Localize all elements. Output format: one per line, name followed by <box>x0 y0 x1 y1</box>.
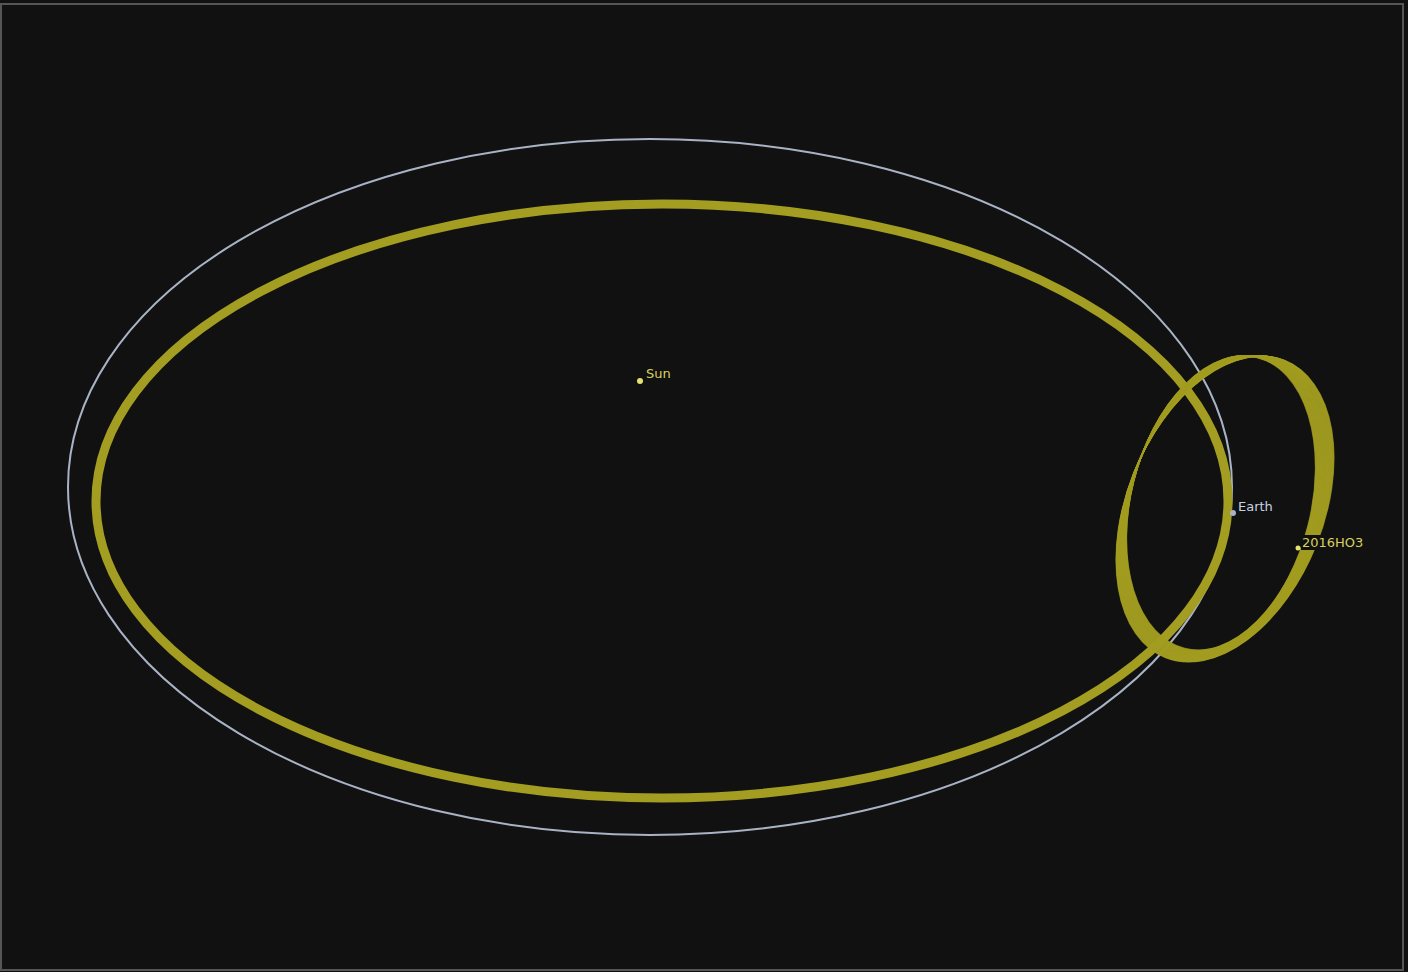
loop-stroke <box>1087 330 1358 681</box>
sun-dot <box>637 378 643 384</box>
earth-label: Earth <box>1237 499 1274 514</box>
loop-stroke <box>1085 329 1360 682</box>
sun-label: Sun <box>645 366 672 381</box>
loop-stroke <box>1089 331 1356 679</box>
loop-stroke <box>1090 332 1356 679</box>
loop-stroke <box>1085 329 1362 683</box>
loop-stroke <box>1088 331 1356 680</box>
asteroid-label: 2016HO3 <box>1301 535 1364 550</box>
loop-stroke <box>1086 330 1360 682</box>
quasi-satellite-loop <box>1074 324 1376 694</box>
loop-stroke <box>1074 324 1376 694</box>
asteroid-orbit <box>96 204 1228 798</box>
loop-stroke <box>1088 331 1358 681</box>
asteroid-dot <box>1296 546 1301 551</box>
loop-stroke <box>1090 332 1354 678</box>
frame <box>1 4 1403 970</box>
loop-stroke <box>1076 325 1373 693</box>
loop-stroke <box>1075 324 1375 693</box>
loop-stroke <box>1075 324 1374 692</box>
loop-stroke <box>1087 330 1359 682</box>
earth-dot <box>1230 510 1236 516</box>
earth-orbit <box>68 139 1232 835</box>
